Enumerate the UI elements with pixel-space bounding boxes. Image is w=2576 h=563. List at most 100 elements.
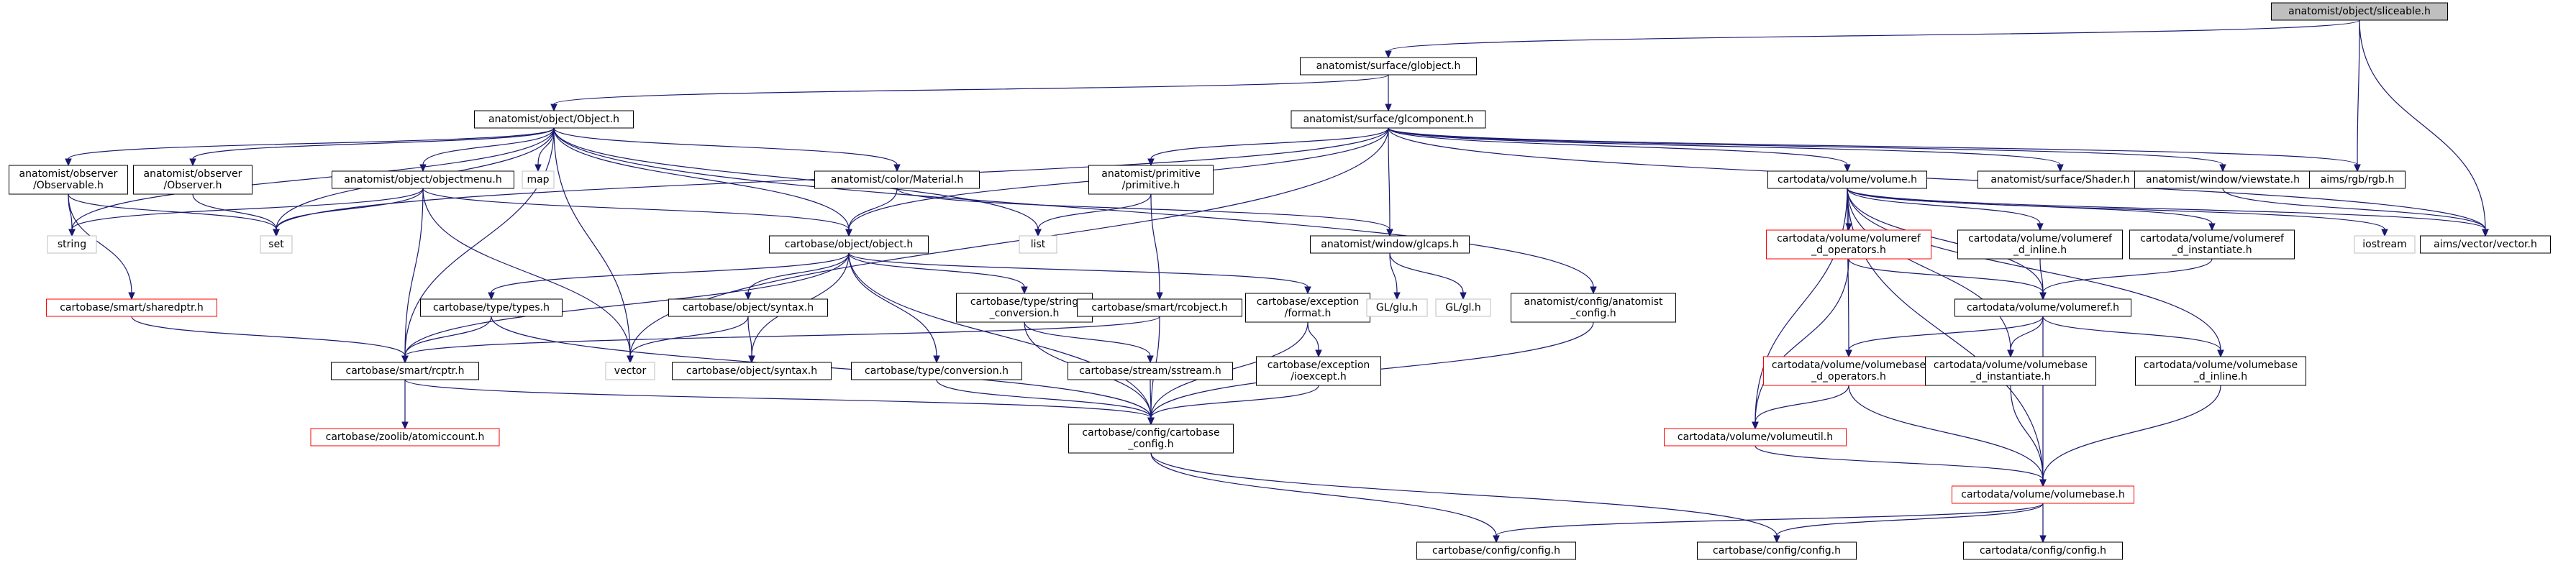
node-types[interactable]: cartobase/type/types.h: [420, 298, 563, 317]
edge-glcaps-gl: [1389, 252, 1467, 301]
node-map[interactable]: map: [522, 170, 555, 189]
node-label: cartodata/volume/volumeref.h: [1967, 302, 2119, 313]
node-anaconfig[interactable]: anatomist/config/anatomist_config.h: [1511, 293, 1676, 323]
node-set[interactable]: set: [260, 235, 293, 254]
node-string[interactable]: string: [47, 235, 97, 254]
node-cartobase_config[interactable]: cartobase/config/cartobase_config.h: [1068, 424, 1234, 454]
node-vector_aims[interactable]: aims/vector/vector.h: [2420, 235, 2551, 254]
node-sharedptr[interactable]: cartobase/smart/sharedptr.h: [46, 298, 217, 317]
edge-objectmenu-set: [273, 188, 424, 237]
node-rcptr[interactable]: cartobase/smart/rcptr.h: [331, 362, 479, 380]
node-volume[interactable]: cartodata/volume/volume.h: [1767, 170, 1927, 189]
node-label: /Observable.h: [33, 180, 104, 191]
node-label: cartobase/config/config.h: [1713, 545, 1841, 557]
edge-volume-volumeref_inline: [1847, 188, 2044, 232]
edge-objectmenu-rcptr: [401, 188, 424, 364]
edge-cbobject-format: [848, 252, 1311, 295]
node-box: [672, 362, 832, 380]
node-glu[interactable]: GL/glu.h: [1366, 298, 1428, 317]
node-volbase_ops[interactable]: cartodata/volume/volumebase_d_operators.…: [1763, 356, 1934, 386]
node-volumeref_ops[interactable]: cartodata/volume/volumeref_d_operators.h: [1766, 229, 1931, 260]
node-list[interactable]: list: [1019, 235, 1057, 254]
edge-cartobase_config-config1: [1150, 452, 1500, 544]
edge-volumeref_ops-volumeref: [1848, 258, 2047, 301]
node-box: [851, 362, 1022, 380]
edge-glcomponent-Shader: [1388, 127, 2064, 173]
node-conversion[interactable]: cartobase/type/conversion.h: [851, 362, 1022, 380]
node-config2[interactable]: cartobase/config/config.h: [1697, 541, 1857, 560]
node-box: [956, 293, 1093, 323]
edge-globject-glcomponent: [1385, 75, 1392, 112]
node-label: /format.h: [1285, 308, 1332, 319]
node-label: _config.h: [1127, 439, 1173, 450]
node-syntax1[interactable]: cartobase/object/syntax.h: [668, 298, 828, 317]
node-glcomponent[interactable]: anatomist/surface/glcomponent.h: [1291, 110, 1486, 129]
node-config1[interactable]: cartobase/config/config.h: [1416, 541, 1576, 560]
node-iostream[interactable]: iostream: [2354, 235, 2416, 254]
edge-globject-Object: [550, 74, 1389, 112]
node-label: anatomist/config/anatomist: [1524, 296, 1663, 308]
node-ioexcept[interactable]: cartobase/exception/ioexcept.h: [1256, 356, 1381, 386]
node-label: cartodata/volume/volumeref: [1777, 233, 1921, 244]
node-objectmenu[interactable]: anatomist/object/objectmenu.h: [332, 170, 514, 189]
node-globject[interactable]: anatomist/surface/globject.h: [1300, 57, 1477, 75]
node-label: iostream: [2362, 239, 2407, 250]
edge-sharedptr-rcptr: [131, 316, 409, 364]
node-gl[interactable]: GL/gl.h: [1435, 298, 1491, 317]
node-box: [1077, 298, 1242, 317]
node-label: _d_operators.h: [1811, 244, 1886, 256]
node-label: cartodata/config/config.h: [1980, 545, 2106, 557]
node-Object[interactable]: anatomist/object/Object.h: [474, 110, 634, 129]
node-rcobject[interactable]: cartobase/smart/rcobject.h: [1077, 298, 1242, 317]
node-label: aims/vector/vector.h: [2434, 239, 2537, 250]
node-box: [1767, 170, 1927, 189]
node-volbase_inst[interactable]: cartodata/volume/volumebase_d_instantiat…: [1925, 356, 2096, 386]
edge-volume-vector_aims: [1847, 188, 2489, 237]
node-volumeref[interactable]: cartodata/volume/volumeref.h: [1954, 298, 2131, 317]
node-glcaps[interactable]: anatomist/window/glcaps.h: [1310, 235, 1470, 254]
node-format[interactable]: cartobase/exception/format.h: [1245, 293, 1370, 323]
node-label: anatomist/surface/Shader.h: [1990, 174, 2129, 186]
node-volumeref_inst[interactable]: cartodata/volume/volumeref_d_instantiate…: [2129, 229, 2295, 260]
node-volumeutil[interactable]: cartodata/volume/volumeutil.h: [1664, 428, 1847, 447]
node-box: [522, 170, 555, 189]
node-box: [1245, 293, 1370, 323]
node-label: anatomist/primitive: [1101, 168, 1200, 180]
node-volumeref_inline[interactable]: cartodata/volume/volumeref_d_inline.h: [1957, 229, 2123, 260]
node-sstream[interactable]: cartobase/stream/sstream.h: [1068, 362, 1233, 380]
node-volbase_inline[interactable]: cartodata/volume/volumebase_d_inline.h: [2135, 356, 2306, 386]
node-box: [1435, 298, 1491, 317]
node-label: cartobase/smart/rcptr.h: [346, 365, 465, 377]
node-Observable[interactable]: anatomist/observer/Observable.h: [9, 165, 128, 195]
node-primitive[interactable]: anatomist/primitive/primitive.h: [1088, 165, 1214, 195]
node-vector_std[interactable]: vector: [605, 362, 655, 380]
edge-rcptr-atomiccount: [401, 379, 409, 430]
node-box: [1963, 541, 2123, 560]
edge-primitive-list: [1034, 193, 1152, 237]
node-sliceable[interactable]: anatomist/object/sliceable.h: [2271, 2, 2448, 21]
edge-sliceable-globject: [1385, 19, 2360, 59]
node-box: [1664, 428, 1847, 447]
node-label: _conversion.h: [989, 308, 1060, 319]
node-label: string: [58, 239, 86, 250]
node-Shader[interactable]: anatomist/surface/Shader.h: [1977, 170, 2143, 189]
node-box: [1952, 485, 2134, 504]
edge-rcobject-rcptr: [401, 316, 1160, 364]
node-string_conv[interactable]: cartobase/type/string_conversion.h: [956, 293, 1093, 323]
node-label: anatomist/observer: [144, 168, 242, 180]
node-box: [46, 298, 217, 317]
node-viewstate[interactable]: anatomist/window/viewstate.h: [2134, 170, 2311, 189]
node-volumebase[interactable]: cartodata/volume/volumebase.h: [1952, 485, 2134, 504]
node-config3[interactable]: cartodata/config/config.h: [1963, 541, 2123, 560]
edge-types-rcptr: [401, 316, 492, 364]
node-label: cartodata/volume/volumeutil.h: [1678, 431, 1833, 443]
node-atomiccount[interactable]: cartobase/zoolib/atomiccount.h: [310, 428, 500, 447]
node-cbobject[interactable]: cartobase/object/object.h: [769, 235, 929, 254]
node-rgb[interactable]: aims/rgb/rgb.h: [2309, 170, 2406, 189]
node-Observer[interactable]: anatomist/observer/Observer.h: [133, 165, 252, 195]
node-Material[interactable]: anatomist/color/Material.h: [814, 170, 980, 189]
node-syntax2[interactable]: cartobase/object/syntax.h: [672, 362, 832, 380]
node-label: /Observer.h: [164, 180, 222, 191]
node-box: [1977, 170, 2143, 189]
node-box: [9, 165, 128, 195]
